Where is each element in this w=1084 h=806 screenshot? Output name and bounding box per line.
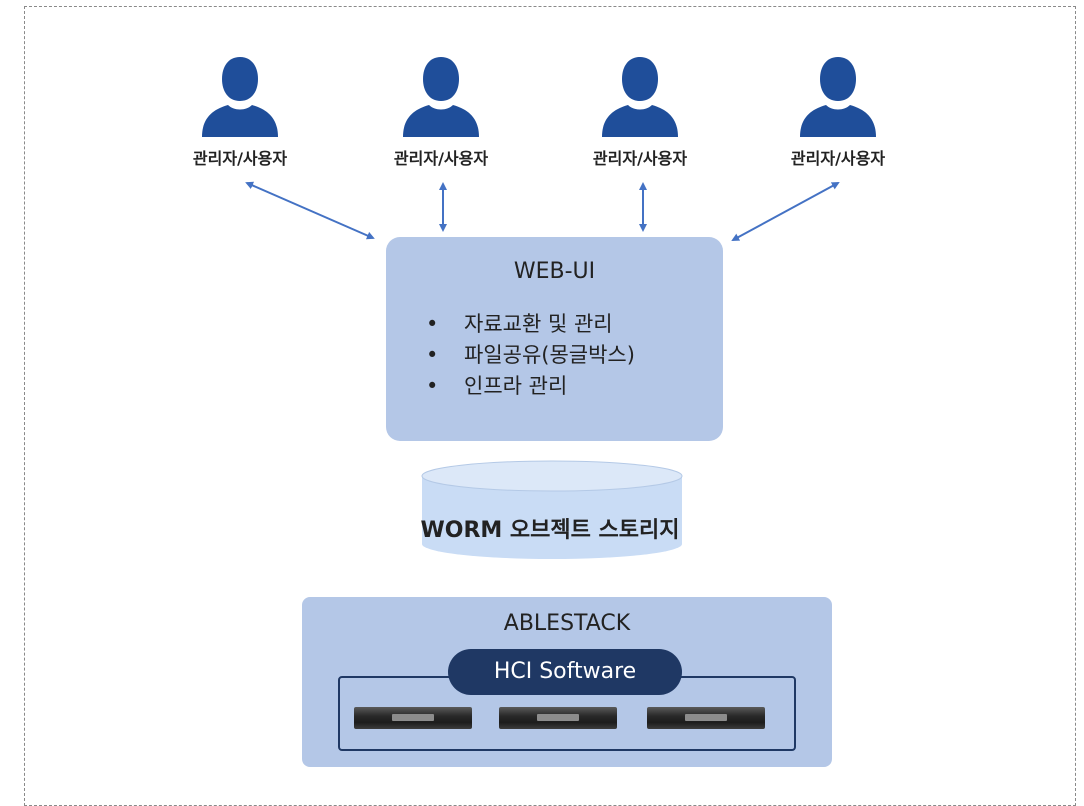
user-label: 관리자/사용자 — [592, 149, 688, 168]
person-icon — [403, 57, 479, 137]
person-icon — [602, 57, 678, 137]
user-node-1: 관리자/사용자 — [175, 53, 305, 169]
server-icon — [354, 707, 472, 729]
person-icon — [800, 57, 876, 137]
list-item: • 자료교환 및 관리 — [426, 309, 635, 340]
server-icon — [499, 707, 617, 729]
feature-label: 인프라 관리 — [464, 374, 568, 398]
user-label: 관리자/사용자 — [192, 149, 288, 168]
list-item: • 파일공유(몽글박스) — [426, 340, 635, 371]
user-node-4: 관리자/사용자 — [773, 53, 903, 169]
feature-label: 자료교환 및 관리 — [464, 312, 613, 336]
user-label: 관리자/사용자 — [790, 149, 886, 168]
user-node-3: 관리자/사용자 — [575, 53, 705, 169]
user-label: 관리자/사용자 — [393, 149, 489, 168]
person-icon — [202, 57, 278, 137]
ablestack-title: ABLESTACK — [503, 611, 631, 636]
server-icon — [647, 707, 765, 729]
hci-software-badge: HCI Software — [448, 649, 682, 695]
webui-feature-list: • 자료교환 및 관리 • 파일공유(몽글박스) • 인프라 관리 — [426, 309, 635, 402]
ablestack-box: ABLESTACK HCI Software — [302, 597, 832, 767]
database-icon — [421, 460, 683, 559]
webui-box: WEB-UI • 자료교환 및 관리 • 파일공유(몽글박스) • 인프라 관리 — [386, 237, 723, 441]
webui-title: WEB-UI — [513, 259, 596, 284]
list-item: • 인프라 관리 — [426, 371, 635, 402]
user-node-2: 관리자/사용자 — [376, 53, 506, 169]
bullet-icon: • — [426, 343, 439, 367]
bullet-icon: • — [426, 312, 439, 336]
storage-label: WORM 오브젝트 스토리지 — [420, 518, 680, 543]
feature-label: 파일공유(몽글박스) — [464, 343, 635, 367]
bullet-icon: • — [426, 374, 439, 398]
